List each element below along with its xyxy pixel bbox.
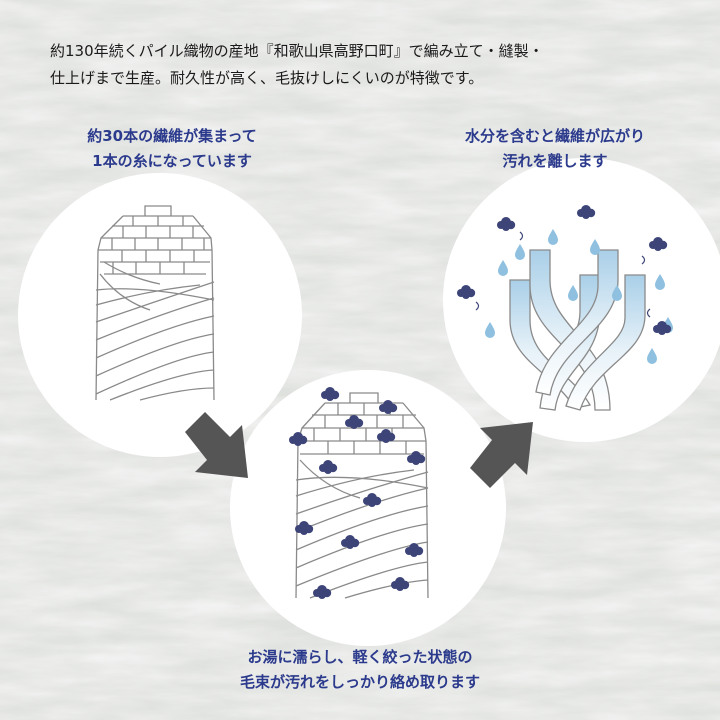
spread-fibers-illustration xyxy=(509,249,646,411)
fiber-caption-line-2: 1本の糸になっています xyxy=(92,152,252,170)
yarn-bundle-illustration xyxy=(95,205,215,401)
arrow-down-right-icon xyxy=(185,412,248,478)
water-caption: 水分を含むと繊維が広がり 汚れを離します xyxy=(400,124,710,174)
intro-text: 約130年続くパイル織物の産地『和歌山県高野口町』で編み立て・縫製・ 仕上げまで… xyxy=(50,38,690,92)
intro-line-1: 約130年続くパイル織物の産地『和歌山県高野口町』で編み立て・縫製・ xyxy=(50,42,544,60)
fiber-panel xyxy=(18,173,302,457)
intro-line-2: 仕上げまで生産。耐久性が高く、毛抜けしにくいのが特徴です。 xyxy=(50,69,484,87)
dirt-caption-line-2: 毛束が汚れをしっかり絡め取ります xyxy=(239,673,480,691)
water-caption-line-2: 汚れを離します xyxy=(502,152,608,170)
dirt-caption-line-1: お湯に濡らし、軽く絞った状態の xyxy=(247,648,473,666)
dirt-caption: お湯に濡らし、軽く絞った状態の 毛束が汚れをしっかり絡め取ります xyxy=(160,645,560,695)
dirt-panel-circle xyxy=(230,370,506,646)
arrow-up-right-icon xyxy=(470,422,533,488)
water-panel xyxy=(443,158,720,442)
water-caption-line-1: 水分を含むと繊維が広がり xyxy=(464,127,645,145)
fiber-caption-line-1: 約30本の繊維が集まって xyxy=(87,127,257,145)
dirt-panel xyxy=(230,370,506,646)
wet-bundle-illustration xyxy=(295,392,429,599)
motion-squiggles xyxy=(475,231,651,318)
fiber-caption: 約30本の繊維が集まって 1本の糸になっています xyxy=(22,124,322,174)
